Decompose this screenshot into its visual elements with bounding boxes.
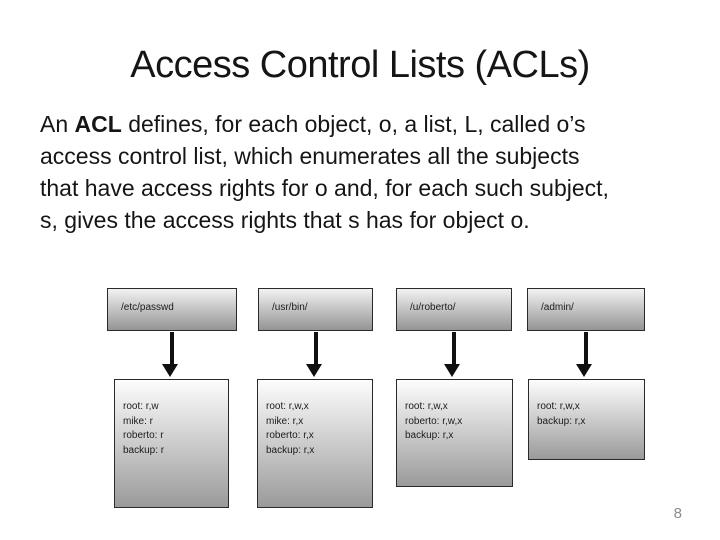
arrow-down-icon xyxy=(170,332,174,365)
body-line-1-pre: An xyxy=(40,111,75,137)
body-line-4: s, gives the access rights that s has fo… xyxy=(40,207,530,233)
object-box: /u/roberto/ xyxy=(396,288,512,331)
acl-entry: backup: r,x xyxy=(537,415,586,427)
acl-entry: backup: r,x xyxy=(405,430,454,441)
object-label: /usr/bin/ xyxy=(272,302,308,313)
acl-entry: mike: r xyxy=(123,415,153,427)
object-box: /etc/passwd xyxy=(107,288,237,331)
acl-list-box: root: r,w,x mike: r,x roberto: r,x backup: … xyxy=(257,379,373,508)
object-box: /usr/bin/ xyxy=(258,288,373,331)
body-line-1-bold: ACL xyxy=(74,111,122,137)
body-line-3: that have access rights for o and, for e… xyxy=(40,175,609,201)
arrow-down-icon xyxy=(584,332,588,365)
acl-entry: root: r,w xyxy=(123,401,159,412)
acl-entry: root: r,w,x xyxy=(537,401,580,412)
page-number: 8 xyxy=(673,505,682,522)
acl-entry: root: r,w,x xyxy=(405,401,448,412)
acl-entry: root: r,w,x xyxy=(266,401,309,412)
acl-entry: backup: r,x xyxy=(266,444,315,456)
slide-title: Access Control Lists (ACLs) xyxy=(130,44,590,86)
object-label: /admin/ xyxy=(541,302,574,313)
arrow-down-icon xyxy=(452,332,456,365)
arrowhead-icon xyxy=(162,364,178,377)
arrowhead-icon xyxy=(306,364,322,377)
acl-entry: backup: r xyxy=(123,444,165,456)
acl-list-box: root: r,w mike: r roberto: r backup: r xyxy=(114,379,229,508)
object-label: /etc/passwd xyxy=(121,302,174,313)
acl-entry: roberto: r,w,x xyxy=(405,415,463,427)
body-line-1-rest: defines, for each object, o, a list, L, … xyxy=(121,111,586,137)
body-line-1: An ACL defines, for each object, o, a li… xyxy=(40,108,609,140)
arrowhead-icon xyxy=(444,364,460,377)
acl-entry: roberto: r xyxy=(123,430,164,441)
slide-body-paragraph: An ACL defines, for each object, o, a li… xyxy=(40,108,609,236)
acl-entry: roberto: r,x xyxy=(266,430,314,441)
body-line-2: access control list, which enumerates al… xyxy=(40,143,580,169)
arrow-down-icon xyxy=(314,332,318,365)
object-label: /u/roberto/ xyxy=(410,302,456,313)
acl-list-box: root: r,w,x backup: r,x xyxy=(528,379,645,460)
acl-entry: mike: r,x xyxy=(266,415,304,427)
object-box: /admin/ xyxy=(527,288,645,331)
acl-list-box: root: r,w,x roberto: r,w,x backup: r,x xyxy=(396,379,513,487)
arrowhead-icon xyxy=(576,364,592,377)
